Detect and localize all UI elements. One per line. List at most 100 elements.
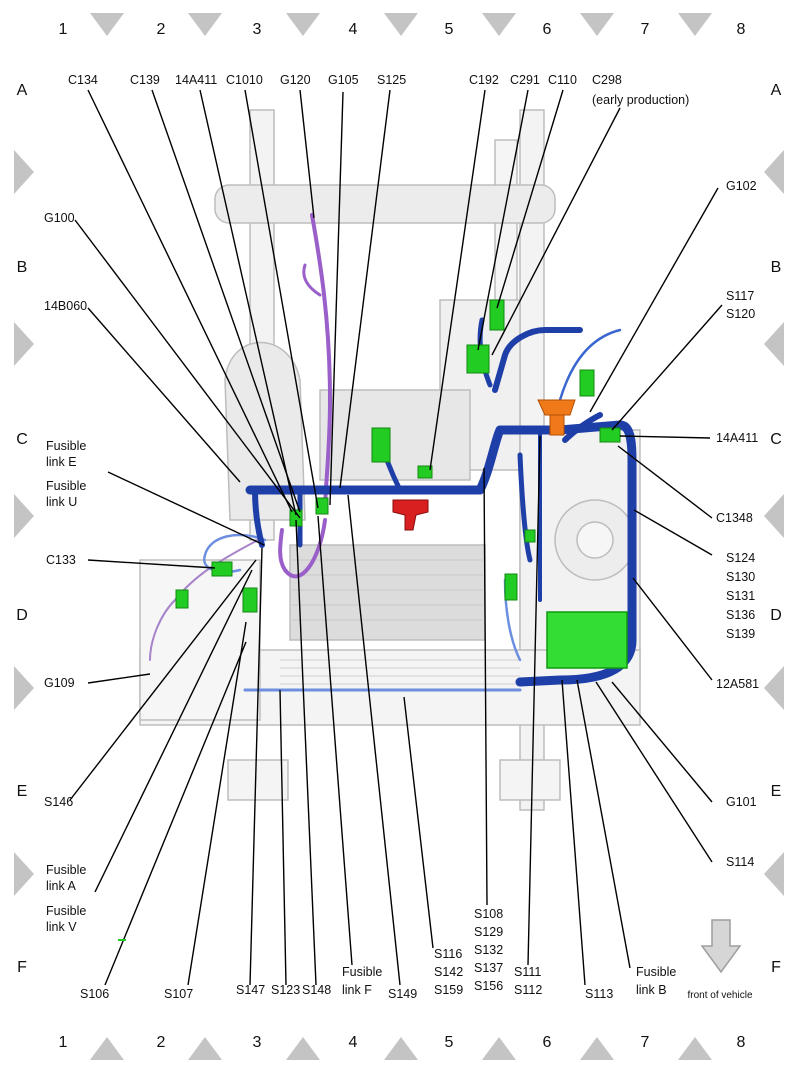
- grid-col-7-top: 7: [641, 21, 650, 38]
- grid-row-d-right: D: [770, 607, 782, 624]
- label-s107: S107: [164, 987, 193, 1001]
- grid-col-6-bottom: 6: [543, 1034, 552, 1051]
- connector-c139: [315, 497, 329, 515]
- label-g101: G101: [726, 795, 757, 809]
- label-c134: C134: [68, 73, 98, 87]
- label-12a581: 12A581: [716, 677, 759, 691]
- label-s137: S137: [474, 961, 503, 975]
- leader-lines: [69, 89, 723, 986]
- grid-row-labels-right: A B C D E F: [770, 82, 782, 976]
- red-component: [392, 499, 429, 531]
- grid-border-triangles: [14, 13, 784, 1060]
- label-s124: S124: [726, 551, 755, 565]
- label-s129: S129: [474, 925, 503, 939]
- label-s106: S106: [80, 987, 109, 1001]
- label-c1348: C1348: [716, 511, 753, 525]
- grid-col-2-bottom: 2: [157, 1034, 166, 1051]
- grid-col-1-top: 1: [59, 21, 68, 38]
- grid-col-8-top: 8: [737, 21, 746, 38]
- label-g120: G120: [280, 73, 311, 87]
- label-fusible-link-b-line1: Fusible: [636, 965, 676, 979]
- connector-s107-area: [242, 587, 258, 613]
- orange-component-body: [549, 414, 565, 436]
- label-14a411-right: 14A411: [716, 431, 758, 445]
- grid-row-e-right: E: [771, 783, 782, 800]
- grid-col-2-top: 2: [157, 21, 166, 38]
- label-s111: S111: [514, 965, 541, 979]
- grid-col-1-bottom: 1: [59, 1034, 68, 1051]
- label-s117: S117: [726, 289, 754, 303]
- label-s114: S114: [726, 855, 754, 869]
- label-s125: S125: [377, 73, 406, 87]
- connector-lower-right: [504, 573, 518, 601]
- label-fusible-link-a-line1: Fusible: [46, 863, 86, 877]
- label-s156: S156: [474, 979, 503, 993]
- label-fusible-link-a-line2: link A: [46, 879, 77, 893]
- label-fusible-link-b-line2: link B: [636, 983, 667, 997]
- grid-row-a-right: A: [771, 82, 782, 99]
- label-fusible-link-e-line1: Fusible: [46, 439, 86, 453]
- label-s146: S146: [44, 795, 73, 809]
- grid-row-a-left: A: [17, 82, 28, 99]
- connector-c298: [579, 369, 595, 397]
- label-fusible-link-f-line2: link F: [342, 983, 372, 997]
- label-14b060: 14B060: [44, 299, 87, 313]
- grid-col-8-bottom: 8: [737, 1034, 746, 1051]
- connector-c110: [371, 427, 391, 463]
- grid-row-c-right: C: [770, 431, 782, 448]
- callout-labels: C134 C139 14A411 C1010 G120 G105 S125 C1…: [44, 73, 759, 1001]
- label-c110: C110: [548, 73, 577, 87]
- grid-row-d-left: D: [16, 607, 28, 624]
- grid-col-5-bottom: 5: [445, 1034, 454, 1051]
- grid-column-labels-top: 1 2 3 4 5 6 7 8: [59, 21, 746, 38]
- grid-row-e-left: E: [17, 783, 28, 800]
- label-s159: S159: [434, 983, 463, 997]
- grid-col-6-top: 6: [543, 21, 552, 38]
- connector-c291: [489, 299, 505, 331]
- orange-component: [537, 399, 576, 416]
- label-s112: S112: [514, 983, 542, 997]
- grid-row-f-right: F: [771, 959, 781, 976]
- grid-col-3-top: 3: [253, 21, 262, 38]
- grid-col-5-top: 5: [445, 21, 454, 38]
- label-s130: S130: [726, 570, 755, 584]
- label-c291: C291: [510, 73, 540, 87]
- label-s148: S148: [302, 983, 331, 997]
- label-s108: S108: [474, 907, 503, 921]
- label-c1010: C1010: [226, 73, 263, 87]
- grid-col-4-bottom: 4: [349, 1034, 358, 1051]
- label-c298-note: (early production): [592, 93, 689, 107]
- label-s142: S142: [434, 965, 463, 979]
- front-of-vehicle-indicator: front of vehicle: [687, 919, 753, 1001]
- label-c192: C192: [469, 73, 499, 87]
- connector-left-fender: [175, 589, 189, 609]
- label-c133: C133: [46, 553, 76, 567]
- label-s139: S139: [726, 627, 755, 641]
- label-fusible-link-f-line1: Fusible: [342, 965, 382, 979]
- label-fusible-link-v-line1: Fusible: [46, 904, 86, 918]
- label-fusible-link-u-line2: link U: [46, 495, 77, 509]
- fuse-box: [546, 611, 628, 669]
- grid-col-3-bottom: 3: [253, 1034, 262, 1051]
- connector-c192: [466, 344, 490, 374]
- label-s136: S136: [726, 608, 755, 622]
- connector-14a411: [599, 427, 621, 443]
- label-fusible-link-u-line1: Fusible: [46, 479, 86, 493]
- label-14a411-top: 14A411: [175, 73, 217, 87]
- label-s149: S149: [388, 987, 417, 1001]
- connector-mid-right: [524, 529, 536, 543]
- label-fusible-link-e-line2: link E: [46, 455, 77, 469]
- down-arrow-icon: [700, 919, 742, 974]
- label-s147: S147: [236, 983, 265, 997]
- connectors: [175, 299, 628, 669]
- label-g102: G102: [726, 179, 757, 193]
- grid-row-f-left: F: [17, 959, 27, 976]
- label-s123: S123: [271, 983, 300, 997]
- grid-col-7-bottom: 7: [641, 1034, 650, 1051]
- grid-row-labels-left: A B C D E F: [16, 82, 28, 976]
- label-s131: S131: [726, 589, 755, 603]
- front-of-vehicle-label: front of vehicle: [687, 990, 752, 1001]
- label-fusible-link-v-line2: link V: [46, 920, 77, 934]
- grid-column-labels-bottom: 1 2 3 4 5 6 7 8: [59, 1034, 746, 1051]
